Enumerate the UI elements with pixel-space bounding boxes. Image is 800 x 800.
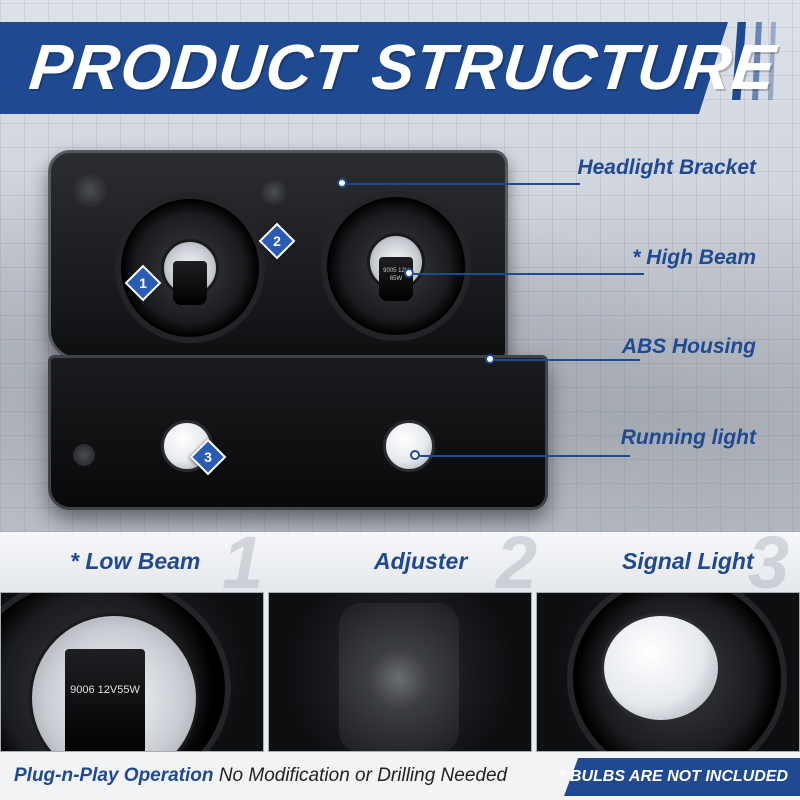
- high-beam-plug: 9005 12V 65W: [379, 257, 413, 301]
- detail-number: 3: [748, 521, 790, 604]
- high-beam-bulb-text: 9005 12V 65W: [383, 268, 409, 282]
- callout-dot-icon: [410, 450, 420, 460]
- mount-knob: [73, 173, 107, 207]
- adjuster-knob: [261, 179, 287, 205]
- callout-dot-icon: [337, 178, 347, 188]
- bulbs-note: * BULBS ARE NOT INCLUDED: [559, 768, 788, 785]
- low-beam-reflector: [115, 193, 265, 343]
- callout-high-beam: * High Beam: [632, 246, 756, 269]
- signal-lens-closeup: [601, 613, 721, 723]
- detail-label: Signal Light: [622, 548, 754, 574]
- adjuster-photo: [268, 592, 532, 752]
- detail-number: 1: [222, 521, 264, 604]
- callout-dot-icon: [404, 268, 414, 278]
- signal-clip: [73, 444, 95, 466]
- signal-light-photo: [536, 592, 800, 752]
- detail-low-beam: * Low Beam 1: [0, 526, 266, 600]
- callout-leader: [347, 183, 580, 185]
- low-beam-plug: [173, 261, 207, 305]
- callout-dot-icon: [485, 354, 495, 364]
- plug-n-play-label: Plug-n-Play Operation: [14, 765, 214, 786]
- signal-lens-right: [383, 420, 435, 472]
- detail-number: 2: [496, 521, 538, 604]
- detail-label: * Low Beam: [70, 548, 201, 574]
- detail-photos: 9006 12V55W: [0, 592, 800, 752]
- banner-stripe: [768, 22, 776, 100]
- footer: Plug-n-Play Operation No Modification or…: [0, 752, 800, 800]
- callout-running-light: Running light: [620, 426, 756, 449]
- low-beam-bulb-text: 9006 12V55W: [70, 684, 140, 696]
- detail-signal-light: Signal Light 3: [536, 526, 800, 600]
- bulbs-note-badge: [564, 758, 800, 796]
- callout-leader: [495, 359, 640, 361]
- banner-stripe: [752, 22, 762, 100]
- low-beam-photo: 9006 12V55W: [0, 592, 264, 752]
- title-banner: [0, 22, 728, 114]
- callout-leader: [414, 273, 644, 275]
- detail-label: Adjuster: [374, 548, 468, 574]
- product-panel: PRODUCT STRUCTURE 9005 12V 65W 1 2 3: [0, 0, 800, 540]
- callout-abs-housing: ABS Housing: [621, 335, 756, 358]
- adjuster-screw-closeup: [369, 649, 429, 709]
- low-beam-plug-closeup: 9006 12V55W: [65, 649, 145, 751]
- plug-n-play-desc: No Modification or Drilling Needed: [218, 765, 508, 786]
- high-beam-reflector: 9005 12V 65W: [321, 191, 471, 341]
- callout-headlight-bracket: Headlight Bracket: [577, 156, 756, 179]
- detail-strip: * Low Beam 1 Adjuster 2 Signal Light 3: [0, 526, 800, 600]
- callout-leader: [420, 455, 630, 457]
- plug-n-play-line: Plug-n-Play Operation No Modification or…: [14, 765, 507, 787]
- detail-adjuster: Adjuster 2: [268, 526, 537, 600]
- page-title: PRODUCT STRUCTURE: [26, 31, 780, 103]
- signal-housing: [48, 355, 548, 510]
